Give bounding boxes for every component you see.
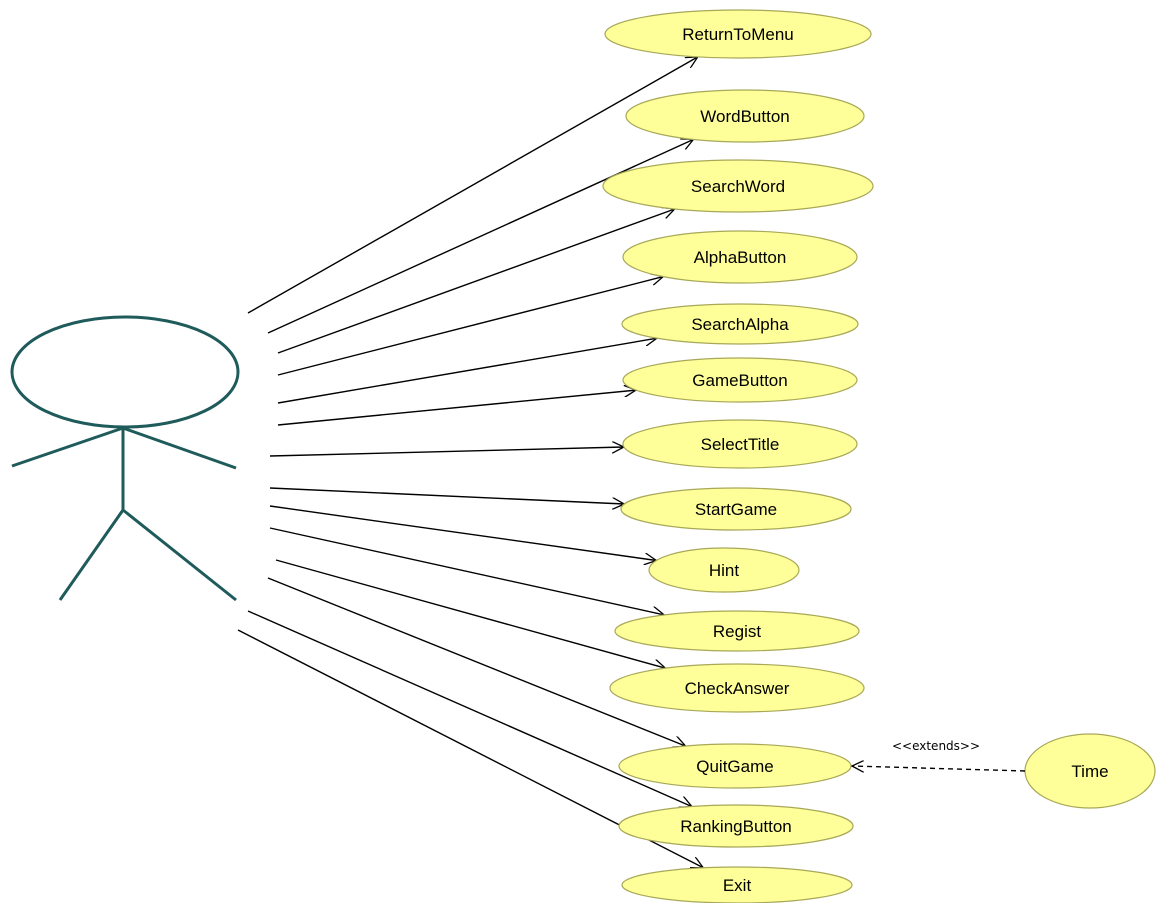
use-case-check-answer[interactable]: CheckAnswer [609,663,865,713]
extends-stereotype-label: <<extends>> [892,739,980,753]
association-line-select-title [269,447,624,457]
use-case-label: Hint [709,561,740,580]
actor-right-leg [122,508,237,602]
use-case-ranking-button[interactable]: RankingButton [618,804,854,848]
association-line-ranking-button [247,610,692,807]
use-case-ellipse [621,303,859,345]
use-cases: ReturnToMenuWordButtonSearchWordAlphaBut… [602,9,874,903]
actor-right-arm [122,426,237,470]
use-case-ellipse [604,9,872,59]
actor-figure [10,315,240,602]
use-case-search-alpha[interactable]: SearchAlpha [621,303,859,345]
association-line-return-to-menu [247,57,698,314]
use-case-ellipse [602,159,874,213]
use-case-label: AlphaButton [694,248,787,267]
use-case-label: SearchWord [691,177,785,196]
actor-left-leg [58,509,125,601]
use-case-regist[interactable]: Regist [614,610,860,652]
association-line-search-word [277,209,675,354]
use-case-return-to-menu[interactable]: ReturnToMenu [604,9,872,59]
use-case-label: Exit [723,876,752,895]
use-case-label: StartGame [695,500,777,519]
use-case-label: RankingButton [680,817,792,836]
association-line-regist [269,527,664,615]
use-case-ellipse [622,357,858,403]
use-case-ellipse [614,610,860,652]
associations [237,57,703,868]
use-case-label: SelectTitle [701,435,780,454]
association-line-alpha-button [277,277,663,376]
use-case-time[interactable]: Time [1024,733,1156,809]
use-case-ellipse [648,547,800,593]
use-case-label: Time [1071,762,1108,781]
use-case-start-game[interactable]: StartGame [620,487,852,531]
use-case-label: SearchAlpha [691,315,789,334]
use-case-alpha-button[interactable]: AlphaButton [622,230,858,284]
association-line-hint [269,505,656,561]
use-case-ellipse [609,663,865,713]
use-case-select-title[interactable]: SelectTitle [622,419,858,469]
use-case-hint[interactable]: Hint [648,547,800,593]
association-line-search-alpha [277,338,657,404]
use-case-search-word[interactable]: SearchWord [602,159,874,213]
association-line-check-answer [275,559,666,668]
use-case-label: GameButton [692,371,787,390]
use-case-ellipse [622,419,858,469]
use-case-label: Regist [713,622,761,641]
actor-left-arm [11,426,124,468]
use-case-game-button[interactable]: GameButton [622,357,858,403]
actor-head [10,315,240,429]
association-line-word-button [267,139,694,334]
extends-dashed-arrow [852,766,1026,771]
use-case-label: QuitGame [696,757,773,776]
use-case-exit[interactable]: Exit [621,866,853,903]
use-case-word-button[interactable]: WordButton [625,89,865,143]
use-case-ellipse [620,487,852,531]
association-line-game-button [277,390,636,426]
extension-relation: Time <<extends>> [852,733,1156,809]
use-case-label: ReturnToMenu [682,25,794,44]
use-case-ellipse [622,230,858,284]
use-case-ellipse [618,804,854,848]
use-case-ellipse [625,89,865,143]
use-case-ellipse [621,866,853,903]
use-case-quit-game[interactable]: QuitGame [618,743,852,789]
use-case-label: WordButton [700,107,789,126]
association-line-start-game [269,487,624,504]
use-case-label: CheckAnswer [685,679,790,698]
association-line-quit-game [267,577,686,746]
